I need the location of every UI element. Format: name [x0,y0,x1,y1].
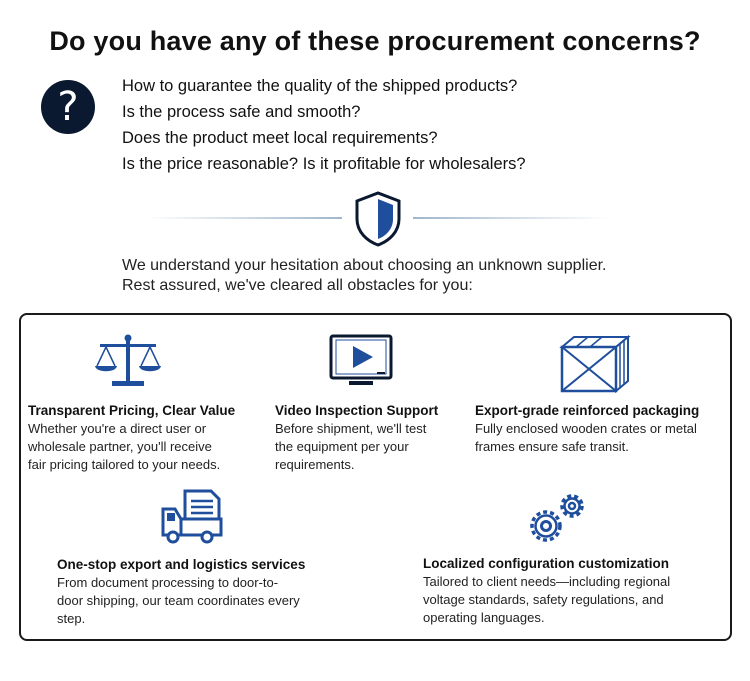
feature-desc-line: voltage standards, safety regulations, a… [423,592,664,607]
feature-desc-line: operating languages. [423,610,545,625]
shield-icon [355,191,401,247]
feature-desc-line: requirements. [275,457,355,472]
intro-line-2: Rest assured, we've cleared all obstacle… [122,277,473,294]
divider-left [145,217,342,219]
gears-icon [530,494,584,542]
feature-desc-line: fair pricing tailored to your needs. [28,457,221,472]
concern-item: Is the process safe and smooth? [122,103,361,121]
concern-item: Does the product meet local requirements… [122,129,438,147]
intro-text: We understand your hesitation about choo… [122,256,606,296]
features-panel [19,313,732,641]
feature-desc-line: Fully enclosed wooden crates or metal [475,421,697,436]
concerns-list: How to guarantee the quality of the ship… [122,73,526,177]
feature-title: Video Inspection Support [275,403,439,418]
truck-document-icon [161,489,223,544]
feature-description: Tailored to client needs—including regio… [423,573,670,627]
concern-item: How to guarantee the quality of the ship… [122,77,518,95]
feature-title: Localized configuration customization [423,556,670,571]
concern-item: Is the price reasonable? Is it profitabl… [122,155,526,173]
feature-description: Fully enclosed wooden crates or metal fr… [475,420,697,456]
crate-icon [559,335,631,393]
feature-title: Export-grade reinforced packaging [475,403,700,418]
feature-desc-line: Whether you're a direct user or [28,421,207,436]
intro-line-1: We understand your hesitation about choo… [122,257,607,274]
video-monitor-icon [329,334,393,385]
page-title: Do you have any of these procurement con… [49,26,701,56]
feature-desc-line: From document processing to door-to- [57,575,279,590]
feature-description: From document processing to door-to- doo… [57,574,300,628]
divider-right [413,217,610,219]
feature-desc-line: Tailored to client needs—including regio… [423,574,671,589]
scale-icon [95,334,161,386]
feature-desc-line: frames ensure safe transit. [475,439,629,454]
feature-desc-line: the equipment per your [275,439,409,454]
feature-desc-line: door shipping, our team coordinates ever… [57,593,300,608]
question-mark-icon: ? [41,80,95,134]
feature-description: Whether you're a direct user or wholesal… [28,420,220,474]
feature-desc-line: step. [57,611,86,626]
feature-desc-line: Before shipment, we'll test [275,421,427,436]
feature-desc-line: wholesale partner, you'll receive [28,439,212,454]
feature-description: Before shipment, we'll test the equipmen… [275,420,426,474]
feature-title: One-stop export and logistics services [57,557,306,572]
feature-title: Transparent Pricing, Clear Value [28,403,236,418]
